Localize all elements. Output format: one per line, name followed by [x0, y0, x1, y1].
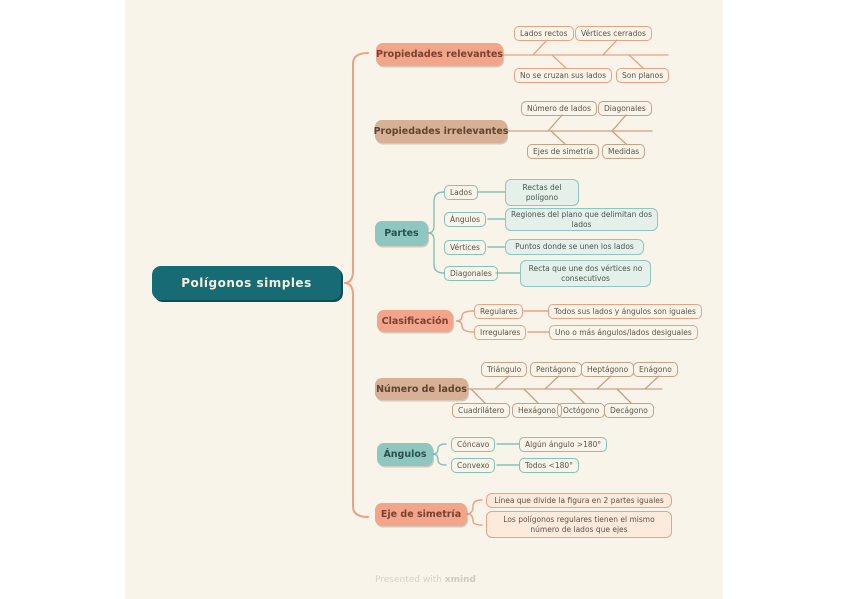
desc-topic[interactable]: Regiones del plano que delimitan dos lad… [505, 208, 658, 231]
desc-topic[interactable]: Uno o más ángulos/lados desiguales [549, 325, 698, 340]
branch-topic-partes[interactable]: Partes [375, 221, 428, 246]
desc-topic[interactable]: Recta que une dos vértices no consecutiv… [520, 260, 651, 287]
diagonal-connector [470, 388, 486, 404]
desc-topic[interactable]: Algún ángulo >180° [519, 437, 608, 452]
desc-topic[interactable]: Todos <180° [519, 458, 579, 473]
branch-topic-clasificacion[interactable]: Clasificación [377, 310, 453, 332]
child-topic[interactable]: Vértices cerrados [575, 26, 652, 41]
child-topic[interactable]: Triángulo [481, 362, 528, 377]
child-topic[interactable]: Medidas [602, 144, 646, 159]
child-topic[interactable]: Heptágono [581, 362, 635, 377]
diagonal-connector [611, 130, 627, 145]
brace-angulos [432, 443, 447, 466]
xmind-brand: xmind [444, 575, 476, 585]
diagonal-connector [551, 54, 567, 69]
branch-topic-propiedades-relevantes[interactable]: Propiedades relevantes [376, 43, 503, 66]
footer-prefix: Presented with [375, 575, 445, 585]
diagonal-connector [550, 130, 566, 145]
branch-topic-propiedades-irrelevantes[interactable]: Propiedades irrelevantes [374, 120, 508, 143]
child-topic[interactable]: Irregulares [474, 325, 527, 340]
child-topic[interactable]: Son planos [616, 68, 670, 83]
diagonal-connector [532, 39, 548, 56]
child-topic[interactable]: Vértices [444, 240, 486, 255]
child-topic[interactable]: Decágono [604, 403, 654, 418]
diagonal-connector [628, 54, 644, 69]
diagonal-connector [611, 114, 627, 132]
child-topic[interactable]: Diagonales [598, 101, 652, 116]
child-topic[interactable]: Ejes de simetría [527, 144, 600, 159]
child-topic[interactable]: Convexo [451, 458, 496, 473]
branch-topic-numero-de-lados[interactable]: Número de lados [375, 378, 468, 400]
root-topic[interactable]: Polígonos simples [152, 266, 341, 300]
desc-topic[interactable]: Todos sus lados y ángulos son iguales [548, 304, 702, 319]
brace-root [343, 52, 369, 518]
child-topic[interactable]: Número de lados [521, 101, 597, 116]
diagonal-connector [616, 388, 632, 404]
child-topic[interactable]: Cóncavo [451, 437, 496, 452]
child-topic[interactable]: Enágono [633, 362, 678, 377]
footer-credit: Presented with xmind [375, 575, 476, 585]
child-topic[interactable]: Hexágono [512, 403, 562, 418]
diagonal-connector [523, 388, 539, 404]
diagonal-connector [547, 114, 563, 132]
child-topic[interactable]: Diagonales [444, 266, 498, 281]
child-topic[interactable]: Regulares [474, 304, 524, 319]
diagonal-connector [494, 375, 510, 390]
child-topic[interactable]: Cuadrilátero [452, 403, 511, 418]
child-topic[interactable]: No se cruzan sus lados [514, 68, 613, 83]
diagonal-connector [644, 375, 660, 390]
desc-topic[interactable]: Puntos donde se unen los lados [505, 239, 644, 255]
child-topic[interactable]: Pentágono [530, 362, 582, 377]
brace-clasificacion [455, 310, 475, 333]
child-topic[interactable]: Lados rectos [514, 26, 574, 41]
branch-topic-eje-de-simetria[interactable]: Eje de simetría [375, 503, 467, 526]
child-topic[interactable]: Los polígonos regulares tienen el mismo … [486, 511, 672, 538]
child-topic[interactable]: Octógono [557, 403, 606, 418]
child-topic[interactable]: Ángulos [444, 212, 486, 227]
branch-topic-angulos[interactable]: Ángulos [377, 443, 433, 466]
diagonal-connector [596, 375, 612, 390]
diagonal-connector [544, 375, 560, 390]
diagonal-connector [602, 39, 618, 56]
child-topic[interactable]: Línea que divide la figura en 2 partes i… [486, 493, 672, 508]
diagonal-connector [569, 388, 585, 404]
child-topic[interactable]: Lados [444, 185, 479, 200]
desc-topic[interactable]: Rectas del polígono [505, 179, 579, 206]
brace-eje [466, 499, 483, 526]
brace-partes [427, 191, 445, 274]
